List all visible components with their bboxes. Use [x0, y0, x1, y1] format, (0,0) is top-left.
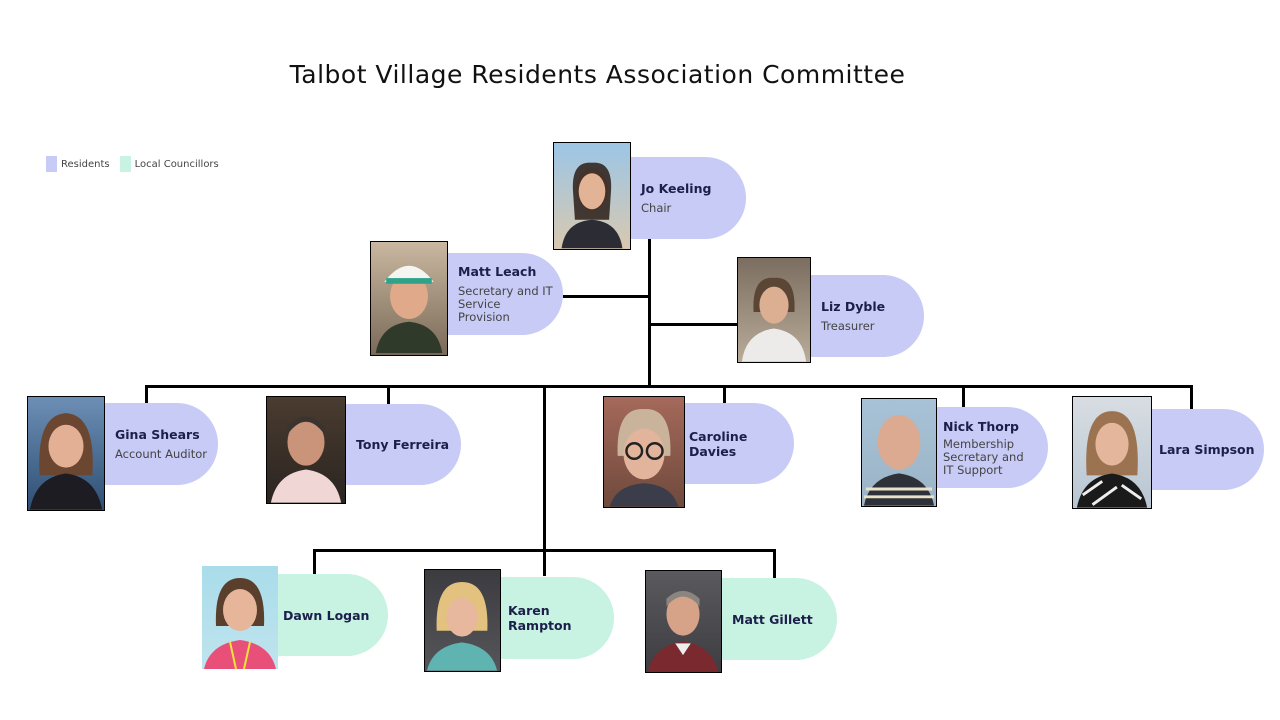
photo-liz-dyble [737, 257, 811, 363]
connector [1190, 385, 1193, 409]
legend: Residents Local Councillors [46, 156, 219, 172]
page-title: Talbot Village Residents Association Com… [289, 60, 906, 89]
connector [563, 295, 650, 298]
member-name: Caroline Davies [689, 428, 748, 459]
connector [313, 549, 776, 552]
connector [648, 238, 651, 388]
member-name: Dawn Logan [283, 607, 370, 623]
connector [387, 385, 390, 404]
connector [145, 385, 148, 403]
photo-gina-shears [27, 396, 105, 511]
member-name: Nick Thorp [943, 418, 1019, 434]
photo-dawn-logan [202, 566, 278, 669]
member-card-karen-rampton: Karen Rampton [499, 577, 614, 659]
connector [543, 385, 546, 576]
member-role: Chair [641, 201, 672, 215]
member-card-gina-shears: Gina Shears Account Auditor [103, 403, 218, 485]
member-card-lara-simpson: Lara Simpson [1150, 409, 1264, 490]
member-name: Jo Keeling [641, 181, 712, 196]
member-role: Account Auditor [115, 447, 208, 461]
member-name: Gina Shears [115, 427, 200, 442]
connector [773, 549, 776, 578]
member-card-nick-thorp: Nick Thorp Membership Secretary and IT S… [935, 407, 1048, 488]
photo-karen-rampton [424, 569, 501, 672]
photo-jo-keeling [553, 142, 631, 250]
photo-tony-ferreira [266, 396, 346, 504]
connector [649, 323, 738, 326]
member-name: Liz Dyble [821, 299, 886, 314]
member-name: Lara Simpson [1159, 442, 1255, 457]
member-card-caroline-davies: Caroline Davies [683, 403, 794, 484]
photo-matt-gillett [645, 570, 722, 673]
member-card-liz-dyble: Liz Dyble Treasurer [809, 275, 924, 357]
member-name: Karen Rampton [508, 603, 572, 633]
photo-matt-leach [370, 241, 448, 356]
connector [145, 385, 1193, 388]
legend-residents: Residents [61, 158, 110, 170]
member-card-matt-gillett: Matt Gillett [720, 578, 837, 660]
member-role: Membership Secretary and IT Support [943, 436, 1024, 477]
photo-lara-simpson [1072, 396, 1152, 509]
connector [723, 385, 726, 404]
councillors-swatch [119, 156, 131, 172]
residents-swatch [46, 156, 57, 172]
member-card-matt-leach: Matt Leach Secretary and IT Service Prov… [446, 253, 563, 335]
member-name: Tony Ferreira [356, 437, 450, 452]
member-name: Matt Gillett [732, 611, 813, 627]
photo-caroline-davies [603, 396, 685, 508]
connector [313, 549, 316, 575]
legend-councillors: Local Councillors [134, 158, 219, 170]
member-card-jo-keeling: Jo Keeling Chair [629, 157, 746, 239]
member-card-tony-ferreira: Tony Ferreira [344, 404, 461, 485]
connector [962, 385, 965, 407]
member-role: Treasurer [821, 319, 875, 333]
member-role: Secretary and IT Service Provision [458, 284, 553, 324]
member-card-dawn-logan: Dawn Logan [276, 574, 388, 656]
member-name: Matt Leach [458, 264, 537, 279]
photo-nick-thorp [861, 398, 937, 507]
